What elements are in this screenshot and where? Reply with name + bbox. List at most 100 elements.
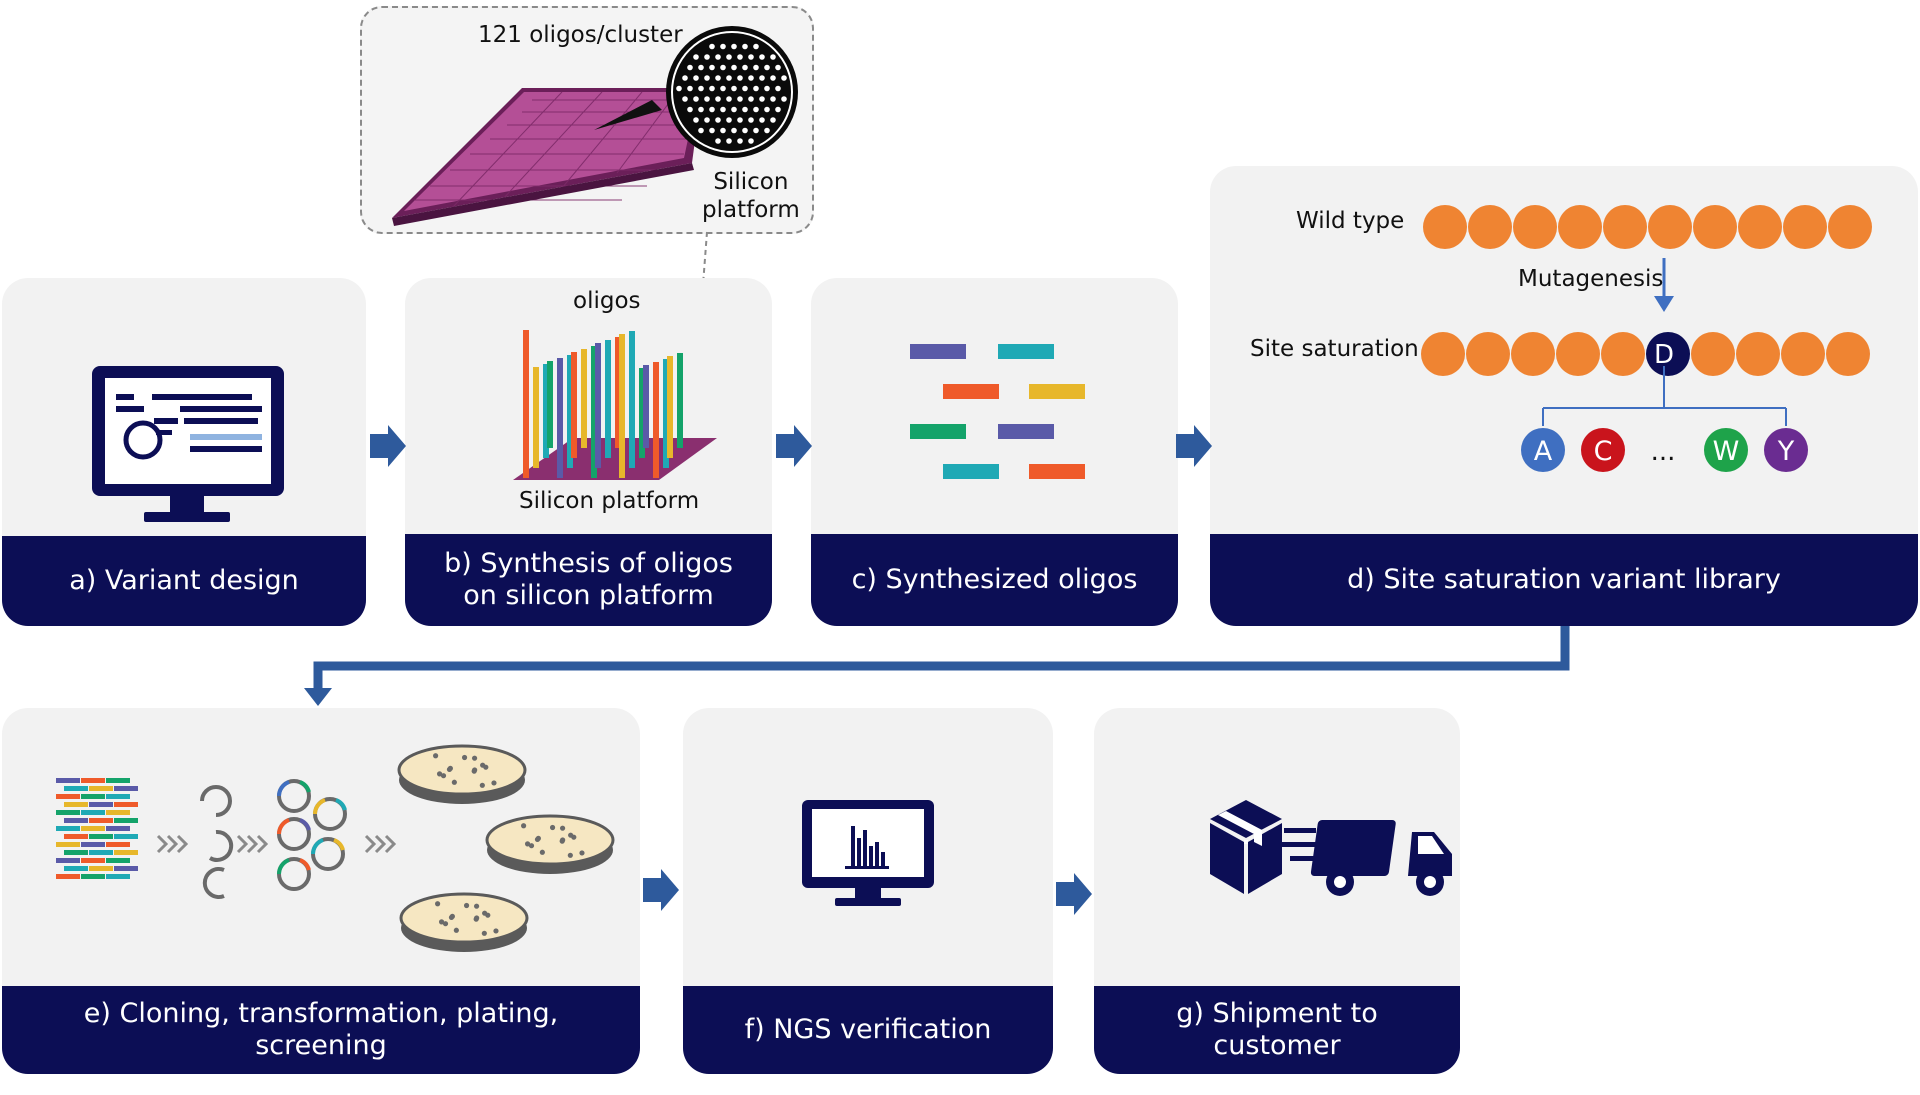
oligo-segment — [81, 810, 105, 815]
cluster-dot — [698, 127, 704, 134]
caption-f: f) NGS verification — [683, 986, 1053, 1074]
oligo-segment — [56, 778, 80, 783]
colony — [440, 773, 447, 779]
package-icon — [1210, 800, 1282, 894]
cluster-dot — [704, 96, 710, 102]
cluster-dot — [753, 64, 759, 71]
caption-d: d) Site saturation variant library — [1210, 534, 1918, 626]
oligo-segment — [114, 818, 138, 823]
oligo-segment — [81, 794, 105, 799]
cluster-dot — [775, 64, 781, 71]
wild-type-bead — [1828, 205, 1872, 249]
wild-type-bead — [1513, 205, 1557, 249]
cluster-dot — [775, 85, 781, 92]
colony — [451, 779, 457, 785]
cluster-dot — [781, 96, 787, 102]
cluster-dot — [715, 75, 721, 81]
oligo-bar — [619, 334, 625, 478]
cluster-dot — [704, 54, 710, 60]
cluster-dot — [770, 117, 776, 123]
colony — [473, 903, 480, 909]
wild-type-bead — [1648, 205, 1692, 249]
cluster-dot — [709, 43, 715, 50]
colony — [479, 782, 485, 788]
colony — [471, 768, 477, 774]
plasmid-insert — [277, 818, 290, 835]
cluster-dot — [731, 85, 737, 92]
plasmid-insert — [313, 798, 326, 815]
cluster-dot — [682, 96, 688, 102]
wild-type-bead — [1603, 205, 1647, 249]
site-saturation-bead — [1511, 332, 1555, 376]
oligo-bar — [667, 356, 673, 458]
cluster-dot — [759, 117, 765, 123]
plasmid-insert — [299, 780, 311, 793]
cluster-dot — [682, 75, 688, 81]
panel-shipment: g) Shipment to customer — [1094, 708, 1460, 1074]
colony — [481, 930, 487, 936]
oligo-segment — [106, 778, 130, 783]
wild-type-label: Wild type — [1296, 208, 1405, 234]
oligo-segment — [56, 858, 80, 863]
oligo-segment — [106, 826, 130, 831]
cloning-screening-illustration — [56, 744, 615, 952]
cluster-dot — [781, 75, 787, 81]
variant-label: W — [1713, 436, 1740, 467]
cluster-dot — [726, 54, 732, 60]
site-saturation-bead — [1556, 332, 1600, 376]
colony — [524, 841, 531, 847]
oligo-stack — [56, 778, 138, 879]
colony — [579, 850, 585, 856]
cluster-dot — [764, 85, 770, 92]
variant-label: A — [1534, 436, 1553, 467]
arrow-c-to-d — [1176, 425, 1212, 467]
colony — [447, 765, 453, 771]
cluster-dot — [770, 54, 776, 60]
oligo-segment — [114, 786, 138, 791]
ngs-monitor-icon — [802, 800, 934, 906]
site-saturation-bead — [1466, 332, 1510, 376]
cluster-dot — [731, 127, 737, 134]
oligo-bar — [591, 346, 597, 478]
oligo-segment — [81, 842, 105, 847]
caption-b: b) Synthesis of oligos on silicon platfo… — [405, 534, 772, 626]
panel-variant-design: a) Variant design — [2, 278, 366, 626]
cluster-dot — [770, 96, 776, 102]
colony — [535, 835, 541, 841]
cluster-dot — [770, 75, 776, 81]
colony — [493, 928, 499, 934]
cluster-dot — [764, 64, 770, 71]
mutagenesis-label: Mutagenesis — [1518, 266, 1664, 292]
oligo-segment — [106, 858, 130, 863]
colony — [485, 912, 491, 918]
petri-dish — [399, 892, 529, 944]
oligo-bar — [581, 349, 587, 448]
site-saturation-bead — [1601, 332, 1645, 376]
cluster-dot — [742, 64, 748, 71]
variant-circle — [1704, 428, 1748, 472]
colony — [449, 913, 455, 919]
oligo-bar — [595, 343, 601, 468]
cluster-dot — [698, 64, 704, 71]
cluster-dot — [726, 96, 732, 102]
oligo-segment — [64, 850, 88, 855]
site-saturation-bead — [1781, 332, 1825, 376]
cluster-dot — [704, 117, 710, 123]
wild-type-bead — [1783, 205, 1827, 249]
colony — [521, 823, 527, 829]
oligo-segment — [56, 794, 80, 799]
oligo-segment — [56, 874, 80, 879]
oligo-segment — [81, 874, 105, 879]
oligo-segment — [89, 866, 113, 871]
cluster-dot — [742, 127, 748, 134]
computer-design-icon — [92, 366, 284, 522]
wild-type-bead — [1558, 205, 1602, 249]
oligo-segment — [64, 866, 88, 871]
site-saturation-bead — [1421, 332, 1465, 376]
oligo-segment — [89, 834, 113, 839]
cluster-dot — [737, 96, 743, 102]
colony — [463, 902, 470, 909]
cluster-dot — [737, 138, 743, 144]
wild-type-bead — [1468, 205, 1512, 249]
